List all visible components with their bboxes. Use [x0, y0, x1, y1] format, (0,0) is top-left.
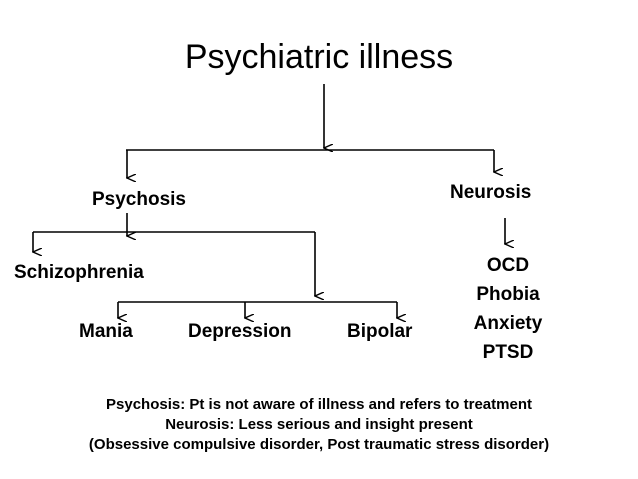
- node-phobia: Phobia: [476, 284, 540, 305]
- diagram-title: Psychiatric illness: [184, 38, 454, 76]
- node-mania: Mania: [79, 321, 133, 342]
- node-bipolar: Bipolar: [347, 321, 413, 342]
- node-ocd: OCD: [486, 255, 530, 276]
- note-abbreviations: (Obsessive compulsive disorder, Post tra…: [88, 436, 550, 453]
- node-ptsd: PTSD: [482, 342, 534, 363]
- notes-block: Psychosis: Pt is not aware of illness an…: [0, 395, 638, 455]
- note-neurosis: Neurosis: Less serious and insight prese…: [165, 416, 473, 433]
- node-psychosis: Psychosis: [92, 189, 186, 210]
- node-anxiety: Anxiety: [473, 313, 543, 334]
- neurosis-children-list: OCD Phobia Anxiety PTSD: [455, 251, 561, 367]
- node-depression: Depression: [188, 321, 292, 342]
- node-neurosis: Neurosis: [450, 182, 532, 203]
- note-psychosis: Psychosis: Pt is not aware of illness an…: [106, 396, 532, 413]
- node-schizophrenia: Schizophrenia: [14, 262, 144, 283]
